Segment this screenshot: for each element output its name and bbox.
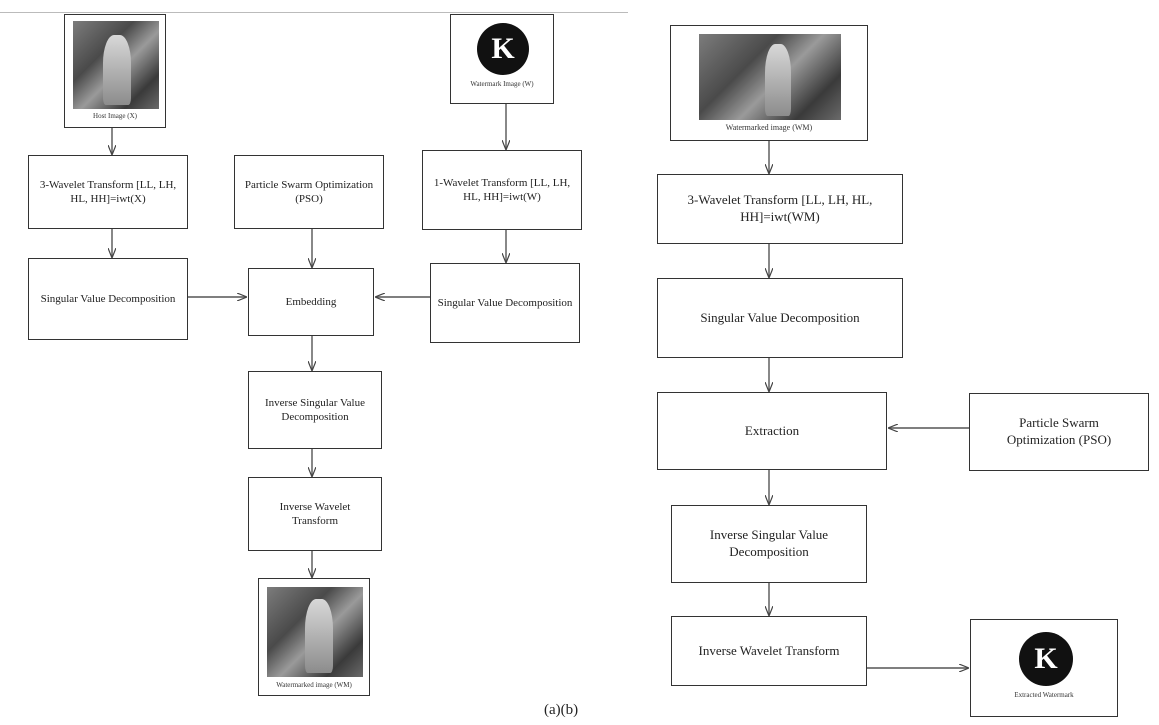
inverse-svd-box-right: Inverse Singular Value Decomposition <box>671 505 867 583</box>
extracted-watermark-box: K Extracted Watermark <box>970 619 1118 717</box>
inverse-svd-box: Inverse Singular Value Decomposition <box>248 371 382 449</box>
host-image <box>73 21 159 109</box>
host-image-box: Host Image (X) <box>64 14 166 128</box>
top-rule <box>0 12 628 13</box>
pso-box-left: Particle Swarm Optimization (PSO) <box>234 155 384 229</box>
watermarked-image-box: Watermarked image (WM) <box>258 578 370 696</box>
figure-label: (a)(b) <box>544 702 579 718</box>
pso-box-right: Particle Swarm Optimization (PSO) <box>969 393 1149 471</box>
watermark-image-caption: Watermark Image (W) <box>470 80 534 88</box>
input-watermarked-image <box>699 34 841 120</box>
svd-right-box: Singular Value Decomposition <box>430 263 580 343</box>
svd-box-right: Singular Value Decomposition <box>657 278 903 358</box>
inverse-wavelet-box-right: Inverse Wavelet Transform <box>671 616 867 686</box>
extraction-box: Extraction <box>657 392 887 470</box>
extracted-k-logo: K <box>1019 632 1073 686</box>
watermarked-image <box>267 587 363 677</box>
extracted-watermark-caption: Extracted Watermark <box>1014 691 1074 699</box>
wavelet-transform-3-box: 3-Wavelet Transform [LL, LH, HL, HH]=iwt… <box>28 155 188 229</box>
input-watermarked-image-box: Watermarked image (WM) <box>670 25 868 141</box>
input-watermarked-caption: Watermarked image (WM) <box>725 123 813 132</box>
watermark-image-box: K Watermark Image (W) <box>450 14 554 104</box>
wavelet-transform-3-box-right: 3-Wavelet Transform [LL, LH, HL, HH]=iwt… <box>657 174 903 244</box>
embedding-box: Embedding <box>248 268 374 336</box>
inverse-wavelet-box: Inverse Wavelet Transform <box>248 477 382 551</box>
wavelet-transform-1-box: 1-Wavelet Transform [LL, LH, HL, HH]=iwt… <box>422 150 582 230</box>
watermark-k-logo: K <box>477 23 529 75</box>
host-image-caption: Host Image (X) <box>93 112 137 120</box>
watermarked-image-caption: Watermarked image (WM) <box>276 681 352 689</box>
svd-left-box: Singular Value Decomposition <box>28 258 188 340</box>
